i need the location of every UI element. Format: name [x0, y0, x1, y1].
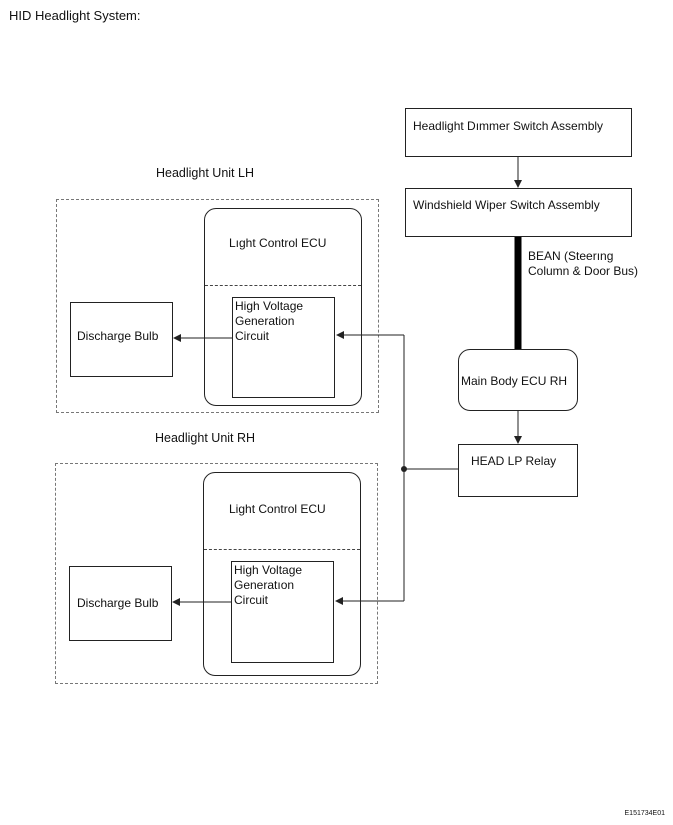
feed-to-lh-hv-arrow: [336, 331, 344, 339]
bean-label-line2: Column & Door Bus): [528, 264, 639, 278]
headlight-unit-lh-title: Headlight Unit LH: [156, 166, 254, 180]
lh-hv-line1: High Voltage: [235, 299, 304, 313]
main-body-ecu-label: Main Body ECU RH: [461, 374, 568, 388]
dimmer-to-wiper-arrow: [514, 180, 522, 188]
head-lp-relay-box: HEAD LP Relay: [458, 444, 578, 497]
lh-high-voltage-circuit-box: [232, 297, 335, 398]
main-body-ecu-box: Main Body ECU RH: [458, 349, 578, 411]
headlight-unit-lh-frame: [56, 199, 379, 413]
lh-hv-line2: Generation: [235, 314, 295, 328]
diagram-title: HID Headlight System:: [9, 8, 141, 23]
lh-hv-to-bulb-arrow: [173, 334, 181, 342]
rh-hv-line1: High Voltage: [234, 563, 303, 577]
rh-high-voltage-circuit-box: [231, 561, 334, 663]
rh-discharge-bulb-label: Discharge Bulb: [77, 596, 159, 610]
lh-light-control-ecu-label: Lıght Control ECU: [229, 236, 327, 250]
headlight-dimmer-switch-box: Headlight Dımmer Switch Assembly: [405, 108, 632, 157]
lh-ecu-divider: [205, 285, 361, 286]
figure-code: E151734E01: [624, 810, 665, 817]
lh-discharge-bulb-box: Discharge Bulb: [70, 302, 173, 377]
rh-hv-to-bulb-arrow: [172, 598, 180, 606]
windshield-wiper-switch-box: Windshield Wiper Switch Assembly: [405, 188, 632, 237]
headlight-unit-rh-title: Headlight Unit RH: [155, 431, 256, 445]
ecu-to-relay-arrow: [514, 436, 522, 444]
windshield-wiper-switch-label: Windshield Wiper Switch Assembly: [413, 198, 600, 212]
bean-label-line1: BEAN (Steerıng: [528, 249, 614, 263]
rh-ecu-divider: [204, 549, 360, 550]
feed-to-rh-hv-arrow: [335, 597, 343, 605]
rh-discharge-bulb-box: Discharge Bulb: [69, 566, 172, 641]
rh-light-control-ecu-label: Light Control ECU: [229, 502, 326, 516]
rh-hv-line3: Circuit: [234, 593, 269, 607]
lh-hv-line3: Circuit: [235, 329, 270, 343]
rh-hv-line2: Generatıon: [234, 578, 295, 592]
headlight-unit-rh-frame: [55, 463, 378, 684]
lh-discharge-bulb-label: Discharge Bulb: [77, 329, 159, 343]
headlight-dimmer-switch-label: Headlight Dımmer Switch Assembly: [413, 119, 604, 133]
head-lp-relay-label: HEAD LP Relay: [471, 454, 557, 468]
